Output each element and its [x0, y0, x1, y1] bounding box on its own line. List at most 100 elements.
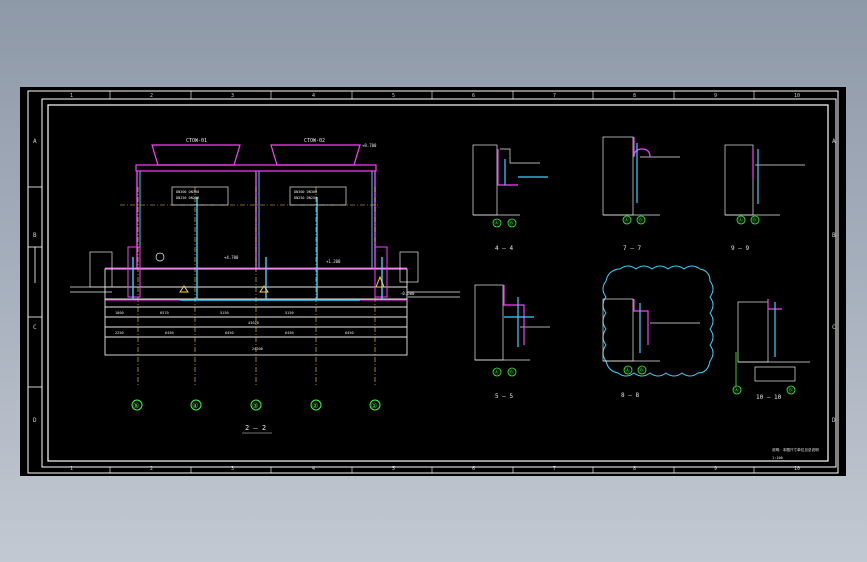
sheet-inner-border	[41, 98, 837, 468]
detail-bubble: Ⓐ	[494, 220, 499, 227]
svg-text:43020: 43020	[248, 321, 259, 325]
col-number: 3	[231, 466, 234, 472]
elevation-tags: +8.700 +4.700 +1.200 -0.500	[224, 143, 415, 296]
axis-bubble-label: ①	[371, 402, 377, 410]
svg-text:6450: 6450	[285, 331, 294, 335]
axis-bubble-label: ⑤	[133, 402, 139, 410]
detail-title: 8 — 8	[621, 392, 639, 399]
detail-bubble: Ⓑ	[509, 369, 514, 376]
detail-10-10[interactable]: Ⓐ Ⓑ 10 — 10	[732, 299, 810, 401]
col-number: 3	[231, 93, 234, 99]
detail-7-7[interactable]: Ⓐ Ⓑ 7 — 7	[602, 136, 680, 252]
col-number: 1	[70, 466, 73, 472]
svg-text:2250: 2250	[115, 331, 124, 335]
note-line: 说明：本图尺寸单位见总说明	[772, 447, 819, 452]
col-number: 6	[472, 466, 475, 472]
equipment-label: CTOW-02	[304, 138, 325, 144]
detail-bubble: Ⓑ	[752, 217, 757, 224]
axis-bubble-label: ②	[312, 402, 318, 410]
col-number: 4	[312, 466, 315, 472]
col-number: 8	[633, 93, 636, 99]
elevation-tag: +8.700	[362, 143, 377, 148]
row-letter: C	[832, 324, 836, 331]
axis-bubble-label: ③	[252, 402, 258, 410]
axis-bubbles: ⑤ ④ ③ ② ①	[131, 399, 381, 411]
col-number: 8	[633, 466, 636, 472]
left-strip	[28, 186, 42, 388]
row-letter: D	[33, 417, 37, 424]
svg-text:5150: 5150	[220, 311, 229, 315]
main-section-2-2[interactable]: CTOW-01 CTOW-02	[70, 138, 460, 434]
svg-text:DN250 DN250: DN250 DN250	[294, 196, 317, 200]
equipment-box-1	[171, 186, 229, 206]
row-letter: A	[832, 138, 836, 145]
dimension-text: 1800 6570 5150 5150 43020 2250 6450 6450…	[115, 311, 354, 351]
col-number: 6	[472, 93, 475, 99]
svg-text:1800: 1800	[115, 311, 124, 315]
row-letter: B	[832, 232, 836, 239]
detail-title: 9 — 9	[731, 245, 749, 252]
svg-text:DN300 DN300: DN300 DN300	[294, 190, 317, 194]
detail-bubble: Ⓑ	[639, 367, 644, 374]
col-number: 7	[553, 93, 556, 99]
row-letter: D	[832, 417, 836, 424]
note-line: 1:100	[772, 456, 783, 460]
detail-9-9[interactable]: Ⓐ Ⓑ 9 — 9	[724, 144, 805, 252]
left-fitting	[70, 251, 165, 293]
col-number: 2	[150, 466, 153, 472]
detail-bubble: Ⓐ	[738, 217, 743, 224]
row-letter: C	[33, 324, 37, 331]
svg-text:DN250 DN250: DN250 DN250	[176, 196, 199, 200]
svg-text:5150: 5150	[285, 311, 294, 315]
elevation-tag: +4.700	[224, 255, 239, 260]
elevation-tag: +1.200	[326, 259, 341, 264]
col-number: 9	[714, 93, 717, 99]
border-bottom-numbers: 1 2 3 4 5 6 7 8 9 10	[70, 466, 800, 472]
detail-8-8[interactable]: Ⓐ Ⓑ 8 — 8	[602, 265, 714, 399]
detail-title: 7 — 7	[623, 245, 641, 252]
border-side-letters: A B C D A B C D	[33, 138, 836, 424]
border-top-numbers: 1 2 3 4 5 6 7 8 9 10	[70, 93, 800, 99]
equipment-label: CTOW-01	[186, 138, 207, 144]
riser-pipes	[132, 197, 383, 301]
col-number: 1	[70, 93, 73, 99]
col-number: 5	[392, 466, 395, 472]
detail-bubble: Ⓐ	[494, 369, 499, 376]
svg-text:6450: 6450	[165, 331, 174, 335]
row-letter: B	[33, 232, 37, 239]
detail-title: 5 — 5	[495, 393, 513, 400]
detail-bubble: Ⓐ	[625, 367, 630, 374]
col-number: 10	[794, 466, 800, 472]
detail-5-5[interactable]: Ⓐ Ⓑ 5 — 5	[474, 284, 550, 400]
sheet-frame-border	[47, 104, 829, 462]
svg-text:6570: 6570	[160, 311, 169, 315]
svg-text:24200: 24200	[252, 347, 263, 351]
equipment-box-2	[289, 186, 347, 206]
svg-text:DN300 DN300: DN300 DN300	[176, 190, 199, 194]
detail-bubble: Ⓑ	[509, 220, 514, 227]
border-tick-marks	[109, 91, 755, 473]
detail-4-4[interactable]: Ⓐ Ⓑ 4 — 4	[472, 144, 548, 252]
cad-drawing-canvas[interactable]: 1 2 3 4 5 6 7 8 9 10 1 2 3 4 5 6 7 8 9 1…	[20, 87, 846, 476]
detail-title: 10 — 10	[756, 394, 782, 401]
yellow-fittings	[179, 275, 385, 293]
platform-beam	[135, 164, 377, 172]
detail-title: 4 — 4	[495, 245, 513, 252]
svg-text:6450: 6450	[345, 331, 354, 335]
elevation-tag: -0.500	[400, 291, 415, 296]
notes-block: 说明：本图尺寸单位见总说明 1:100	[772, 447, 819, 460]
detail-bubble: Ⓐ	[734, 387, 739, 394]
axis-bubble-label: ④	[192, 402, 198, 410]
detail-bubble: Ⓑ	[788, 387, 793, 394]
col-number: 4	[312, 93, 315, 99]
right-fitting	[399, 251, 460, 298]
main-section-title: 2 — 2	[245, 424, 266, 432]
basin-outline	[104, 268, 408, 356]
cooling-tower-1	[151, 144, 241, 166]
col-number: 7	[553, 466, 556, 472]
detail-bubble: Ⓐ	[624, 217, 629, 224]
detail-bubble: Ⓑ	[638, 217, 643, 224]
col-number: 2	[150, 93, 153, 99]
row-letter: A	[33, 138, 37, 145]
svg-text:6450: 6450	[225, 331, 234, 335]
